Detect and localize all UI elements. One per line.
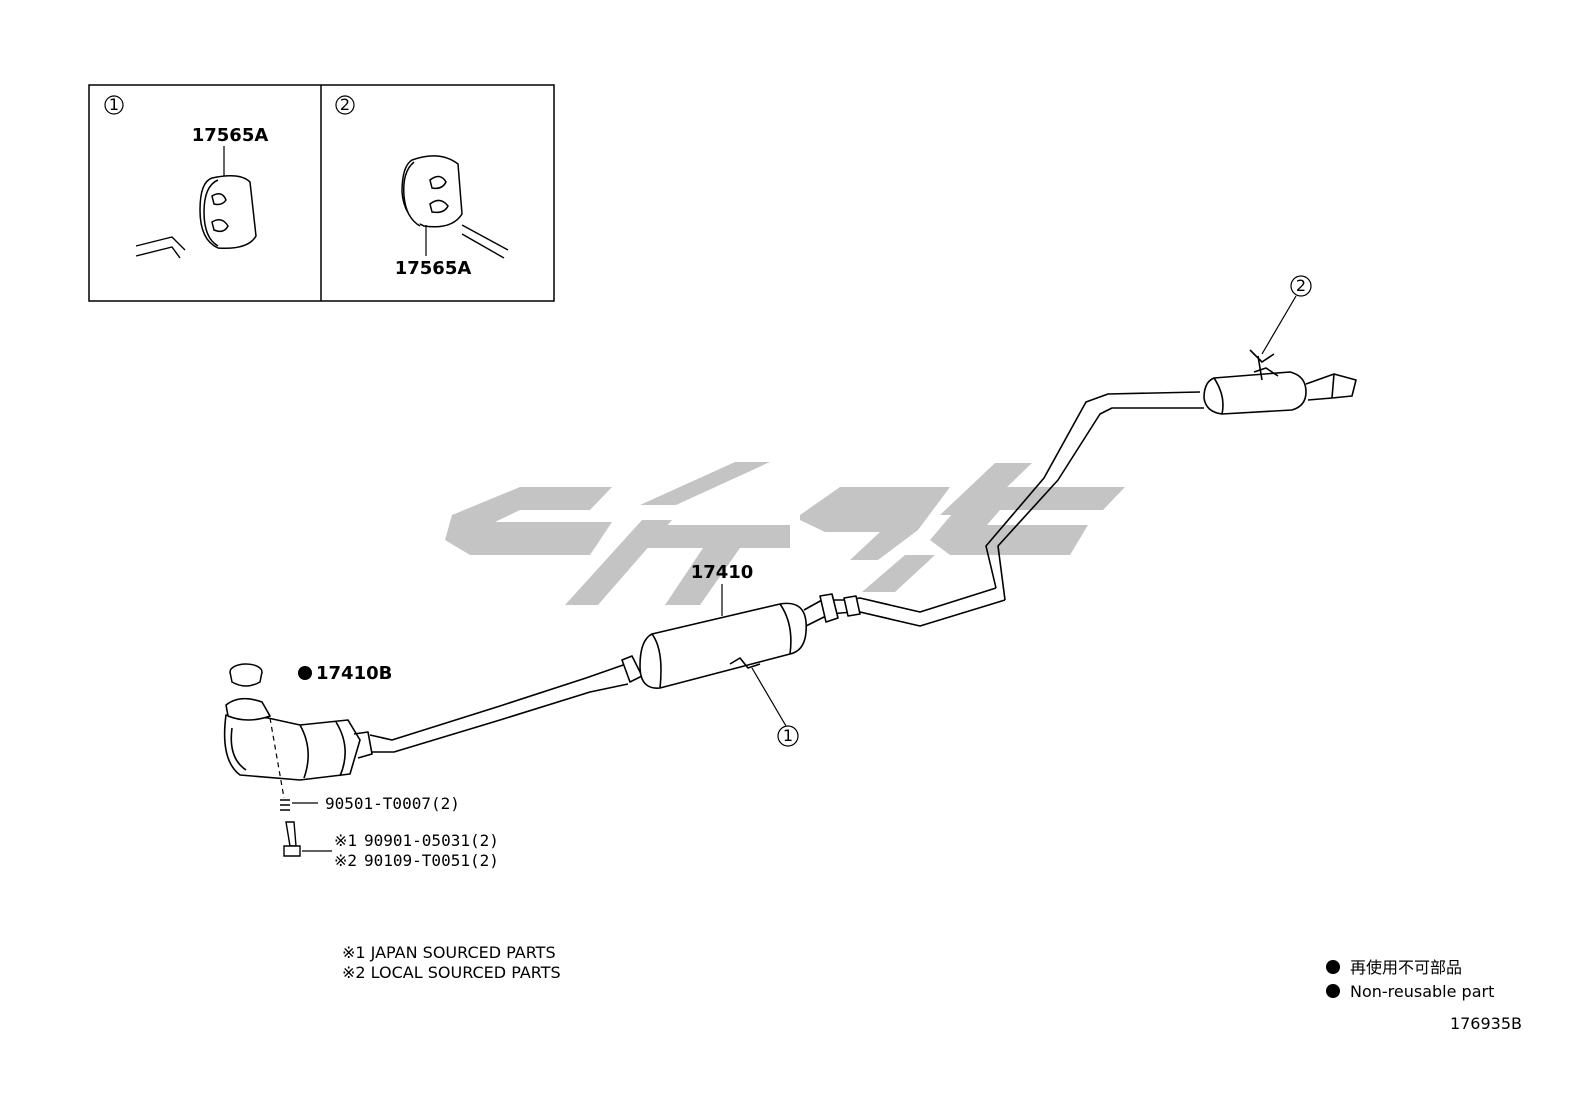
- inset-box: [88, 84, 555, 302]
- gasket-icon: [229, 663, 263, 687]
- gasket-part-label: 17410B: [316, 663, 392, 684]
- note-local-sourced: ※2 LOCAL SOURCED PARTS: [342, 963, 561, 982]
- bolt-mark-local: ※2: [334, 851, 357, 870]
- inset-part-label-1: 17565A: [192, 125, 269, 146]
- callout-circle-1: [104, 95, 124, 115]
- legend-dot-jp: [1326, 960, 1340, 974]
- drawing-number: 176935B: [1450, 1014, 1522, 1033]
- spring-icon: [280, 799, 290, 811]
- inset-callout-2: 2: [340, 95, 350, 114]
- inset-panel-1: 1 17565A: [104, 95, 269, 259]
- bolt-part-label-local: 90109-T0051(2): [364, 851, 499, 870]
- callout-circle-main-1: [777, 725, 799, 747]
- hanger-rod-icon-2: [461, 224, 509, 259]
- inset-callout-1: 1: [109, 95, 119, 114]
- spring-part-label: 90501-T0007(2): [325, 794, 460, 813]
- hanger-rod-icon: [135, 236, 186, 259]
- exhaust-assembly: [223, 349, 1357, 781]
- legend-en: Non-reusable part: [1350, 982, 1494, 1001]
- bolt-icon: [283, 821, 301, 857]
- bolt-mark-jp: ※1: [334, 831, 357, 850]
- callout-circle-main-2: [1290, 275, 1312, 297]
- bolt-part-label-jp: 90901-05031(2): [364, 831, 499, 850]
- legend-dot-en: [1326, 984, 1340, 998]
- rubber-hanger-icon: [199, 175, 257, 249]
- rubber-hanger-icon-2: [401, 155, 463, 228]
- legend-jp: 再使用不可部品: [1350, 958, 1462, 977]
- inset-part-label-2: 17565A: [395, 258, 472, 279]
- watermark-logo: [445, 462, 1125, 605]
- callout-circle-2: [335, 95, 355, 115]
- inset-panel-2: 2 17565A: [335, 95, 509, 279]
- callout-1: 1: [783, 726, 793, 745]
- note-japan-sourced: ※1 JAPAN SOURCED PARTS: [342, 943, 556, 962]
- callout-2: 2: [1296, 276, 1306, 295]
- exhaust-pipe-label: 17410: [691, 562, 754, 583]
- non-reusable-dot-gasket: [298, 666, 312, 680]
